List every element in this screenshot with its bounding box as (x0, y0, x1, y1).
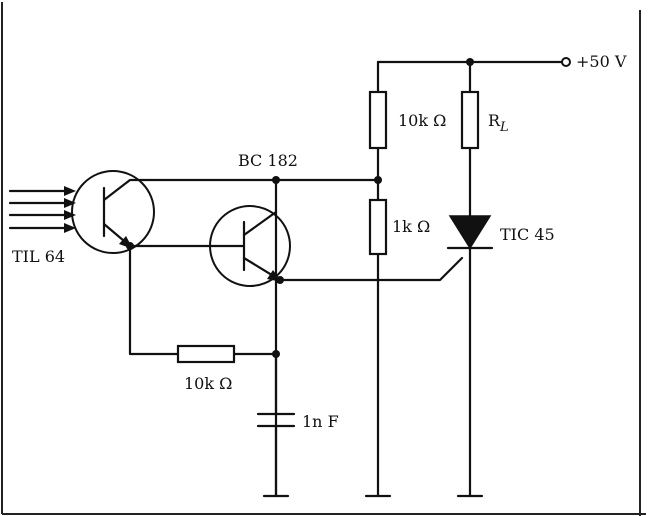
phototransistor-til64 (71, 170, 380, 254)
transistor-label: BC 182 (238, 151, 298, 170)
wire-gate (278, 256, 464, 282)
resistor-10k-top (368, 90, 388, 150)
resistor-mid-label: 1k Ω (392, 217, 430, 236)
resistor-top-label: 10k Ω (398, 111, 446, 130)
load-resistor-subscript: L (499, 120, 509, 135)
transistor-bc182 (128, 178, 291, 287)
light-arrows (8, 186, 76, 233)
resistor-10k-feedback (176, 344, 236, 364)
thyristor-label: TIC 45 (500, 225, 555, 244)
supply-label: +50 V (576, 52, 627, 71)
resistor-load (460, 90, 480, 150)
thyristor-tic45 (446, 215, 494, 250)
wire-feedback-left (128, 244, 180, 356)
capacitor-label: 1n F (302, 412, 339, 431)
junction-dots (126, 58, 474, 358)
capacitor-1nf (256, 352, 296, 498)
supply-terminal (561, 57, 571, 67)
load-resistor-label: RL (488, 111, 509, 135)
resistor-1k (368, 198, 388, 256)
phototransistor-label: TIL 64 (12, 247, 65, 266)
resistor-feedback-label: 10k Ω (184, 374, 232, 393)
load-resistor-main: R (488, 111, 501, 130)
